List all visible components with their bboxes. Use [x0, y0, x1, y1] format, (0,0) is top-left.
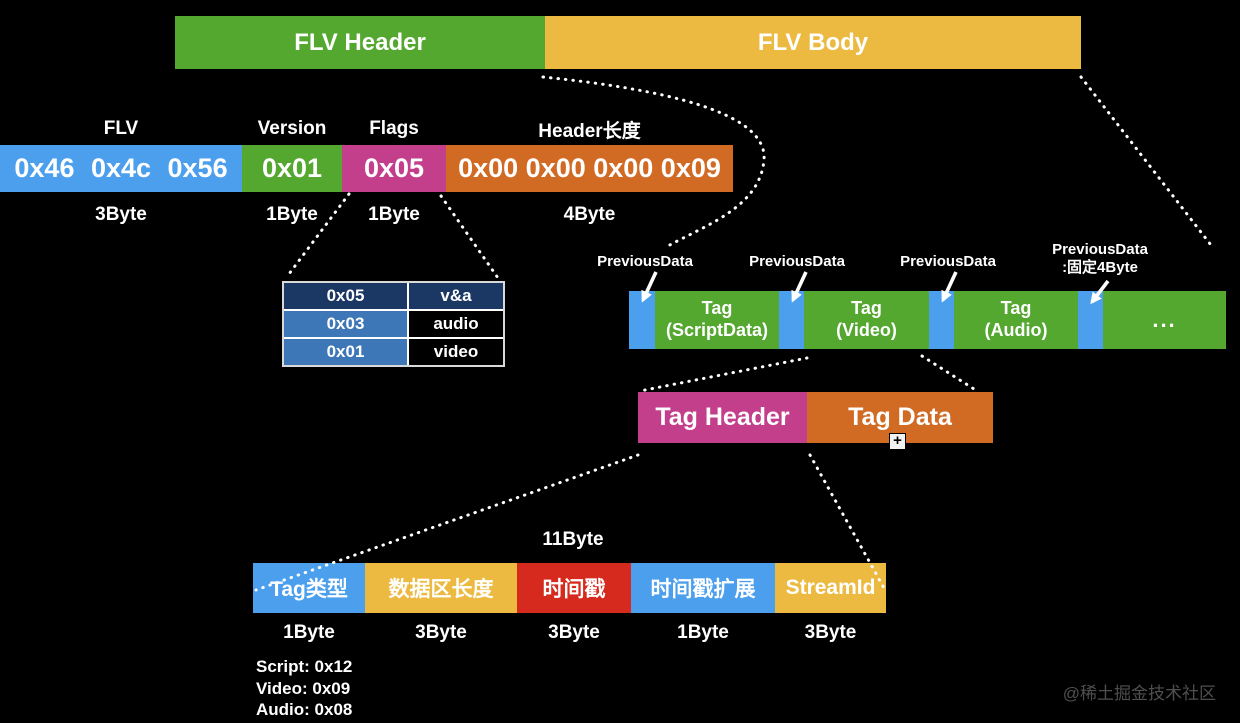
flags-value-table: 0x05 v&a 0x03 audio 0x01 video — [282, 281, 505, 367]
previousdata-label-4: PreviousData :固定4Byte — [1030, 241, 1170, 277]
flv-body-block: FLV Body — [545, 16, 1081, 69]
tag-type-label: (Audio) — [984, 320, 1048, 340]
flv-body-label: FLV Body — [757, 28, 869, 56]
previousdata-segment — [779, 291, 804, 349]
hex-block-flags: 0x05 — [342, 145, 446, 192]
table-row: 0x03 audio — [284, 309, 503, 337]
previousdata-segment — [629, 291, 655, 349]
field-name-flags: Flags — [369, 118, 419, 139]
byte-size-signature: 3Byte — [95, 204, 147, 225]
connector-tagvideo-left-line — [638, 356, 809, 393]
byte-size-tag-type: 1Byte — [283, 622, 335, 643]
tag-label: Tag — [851, 298, 882, 319]
tag-header-block: Tag Header — [638, 392, 807, 443]
data-size-block: 数据区长度 — [365, 563, 517, 613]
flv-header-label: FLV Header — [294, 28, 426, 56]
flags-code-cell: 0x01 — [284, 339, 409, 365]
tag-more-segment: ... — [1103, 291, 1226, 349]
flags-meaning-cell: audio — [409, 311, 503, 337]
connector-flvbody-right-line — [1079, 75, 1216, 251]
tag-label: Tag — [1000, 298, 1032, 319]
plus-icon: + — [889, 433, 906, 450]
flags-code-cell: 0x05 — [284, 283, 409, 309]
flags-meaning-cell: v&a — [409, 283, 503, 309]
byte-size-data-size: 3Byte — [415, 622, 467, 643]
byte-size-flags: 1Byte — [368, 204, 420, 225]
field-name-flv: FLV — [103, 118, 139, 139]
table-row: 0x05 v&a — [284, 283, 503, 309]
tag-header-total-size: 11Byte — [542, 529, 604, 550]
connector-tagvideo-right-line — [920, 354, 976, 391]
tag-type-block: Tag类型 — [253, 563, 365, 613]
field-name-header-length: Header长度 — [538, 120, 641, 142]
previousdata-label-3: PreviousData — [900, 252, 996, 270]
watermark: @稀土掘金技术社区 — [1062, 684, 1216, 703]
table-row: 0x01 video — [284, 337, 503, 365]
byte-size-streamid: 3Byte — [804, 622, 857, 643]
flags-meaning-cell: video — [409, 339, 503, 365]
byte-size-version: 1Byte — [266, 204, 318, 225]
tag-audio-segment: Tag (Audio) — [954, 291, 1078, 349]
previousdata-segment — [1078, 291, 1103, 349]
byte-size-timestamp-ext: 1Byte — [677, 622, 729, 643]
timestamp-block: 时间戳 — [517, 563, 631, 613]
hex-block-signature: 0x46 0x4c 0x56 — [0, 145, 242, 192]
flags-code-cell: 0x03 — [284, 311, 409, 337]
tag-video-segment: Tag (Video) — [804, 291, 929, 349]
previousdata-label-4-line2: :固定4Byte — [1062, 259, 1138, 276]
tag-type-label: (Video) — [836, 320, 897, 340]
timestamp-ext-block: 时间戳扩展 — [631, 563, 775, 613]
previousdata-label-1: PreviousData — [597, 252, 693, 270]
tag-type-values-note: Script: 0x12 Video: 0x09 Audio: 0x08 — [256, 657, 353, 719]
streamid-block: StreamId — [775, 563, 886, 613]
flv-body-tag-bar: Tag (ScriptData) Tag (Video) Tag (Audio)… — [629, 291, 1226, 349]
previousdata-segment — [929, 291, 954, 349]
byte-size-timestamp: 3Byte — [548, 622, 600, 643]
tag-scriptdata-segment: Tag (ScriptData) — [655, 291, 779, 349]
flv-header-block: FLV Header — [175, 16, 545, 69]
hex-block-version: 0x01 — [242, 145, 342, 192]
previousdata-label-4-line1: PreviousData — [1052, 241, 1148, 258]
byte-size-header-length: 4Byte — [563, 204, 616, 225]
field-name-version: Version — [257, 118, 327, 139]
hex-block-header-length: 0x00 0x00 0x00 0x09 — [446, 145, 733, 192]
tag-label: Tag — [701, 298, 733, 319]
previousdata-label-2: PreviousData — [749, 252, 845, 270]
tag-type-label: (ScriptData) — [665, 320, 768, 340]
